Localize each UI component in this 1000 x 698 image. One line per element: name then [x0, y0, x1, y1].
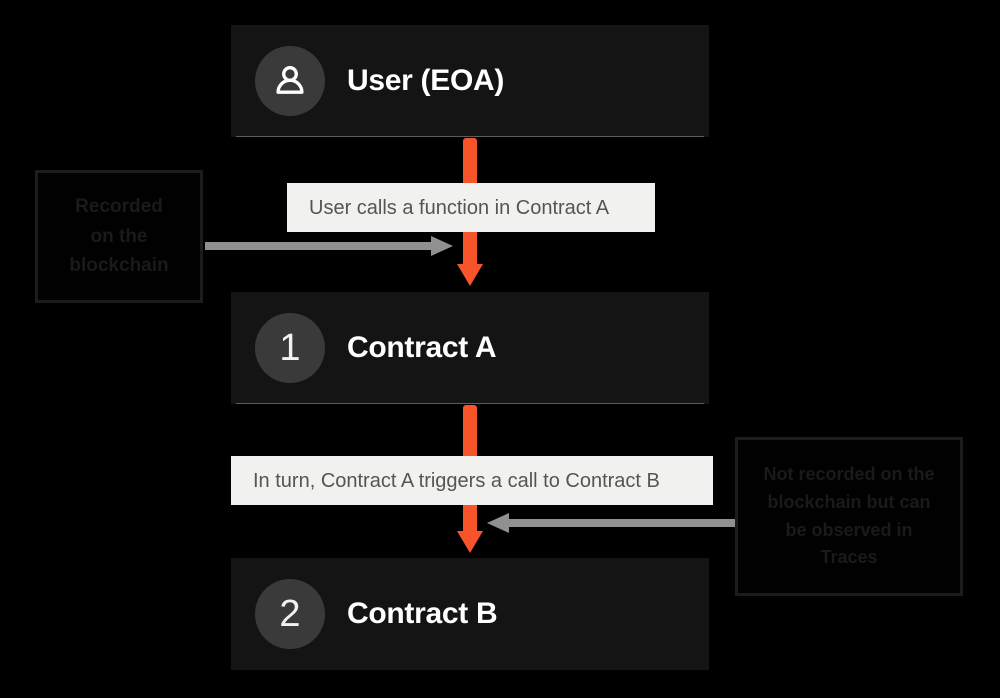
connector-shaft — [205, 242, 433, 250]
annotation-line: be observed in — [785, 519, 913, 540]
annotation-line: blockchain — [69, 255, 169, 277]
node-user-eoa[interactable]: User (EOA) — [231, 25, 709, 137]
connector-arrow-left — [205, 236, 455, 256]
node-label: Contract B — [347, 597, 498, 630]
node-contract-b[interactable]: 2 Contract B — [231, 558, 709, 670]
step-number-badge: 1 — [255, 313, 325, 383]
caption-user-calls-contract-a: User calls a function in Contract A — [287, 183, 655, 232]
node-contract-a[interactable]: 1 Contract A — [231, 292, 709, 404]
person-icon — [255, 46, 325, 116]
step-number: 2 — [279, 593, 301, 635]
caption-contract-a-calls-contract-b: In turn, Contract A triggers a call to C… — [231, 456, 713, 505]
annotation-line: blockchain but can — [767, 491, 931, 512]
arrow-head — [457, 264, 483, 286]
connector-arrow-right — [487, 513, 737, 533]
connector-shaft — [509, 519, 737, 527]
step-number: 1 — [279, 327, 301, 369]
annotation-line: Traces — [820, 547, 878, 568]
node-label: Contract A — [347, 331, 497, 364]
annotation-line: Recorded — [75, 196, 163, 218]
annotation-not-recorded-on-blockchain: Not recorded on the blockchain but can b… — [735, 437, 963, 596]
connector-head — [487, 513, 509, 533]
connector-head — [431, 236, 453, 256]
node-label: User (EOA) — [347, 64, 505, 97]
arrow-head — [457, 531, 483, 553]
step-number-badge: 2 — [255, 579, 325, 649]
annotation-line: Not recorded on the — [763, 463, 935, 484]
annotation-recorded-on-blockchain: Recorded on the blockchain — [35, 170, 203, 303]
annotation-line: on the — [90, 225, 148, 247]
